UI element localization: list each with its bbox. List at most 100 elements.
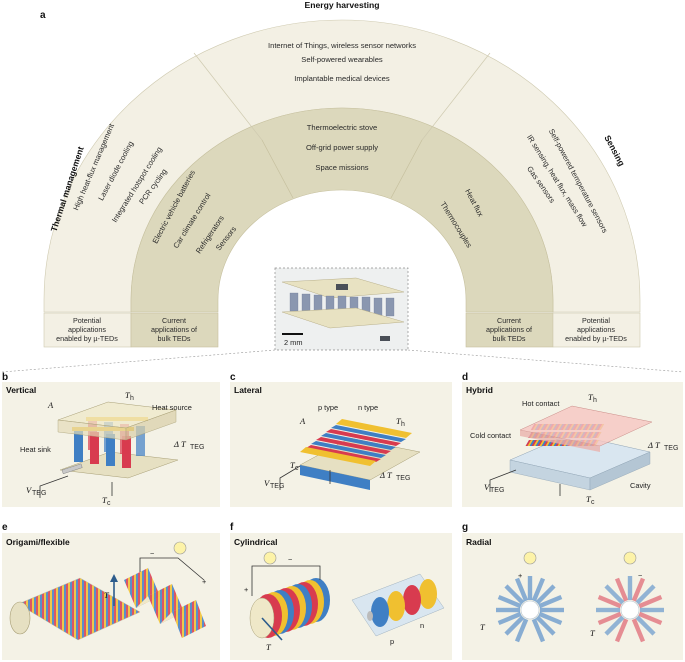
box-right-current-line1: Current (497, 316, 521, 325)
panel-c: c Lateral p type n type A T h T c V TEG … (230, 372, 452, 507)
radial-leg (638, 594, 663, 609)
panel-b-label: b (2, 372, 8, 383)
cylindrical-circuit-wire (251, 565, 321, 596)
hybrid-dt-sub: TEG (664, 445, 678, 452)
cylindrical-plus-label: + (244, 585, 248, 594)
radial-leg (604, 584, 625, 605)
scale-bar-label: 2 mm (284, 338, 302, 347)
sector-divider-inner-right (390, 139, 423, 199)
panel-d-label: d (462, 372, 468, 383)
micro-ted-inset: 2 mm (274, 267, 409, 351)
hybrid-hot-plate (519, 405, 653, 447)
lateral-area-label: A (299, 416, 306, 426)
radial-leg (596, 607, 620, 613)
hybrid-wires (489, 469, 561, 496)
radial-leg (597, 611, 622, 626)
lateral-dt-label: Δ T (379, 470, 393, 480)
radial-center (520, 600, 540, 620)
radial-leg (514, 618, 529, 643)
box-left-current-line1: Current (162, 316, 186, 325)
radial-leg (604, 615, 625, 636)
radial-t2-label: T (590, 628, 596, 638)
radial-leg (527, 576, 533, 600)
hybrid-v-label: V (484, 482, 491, 492)
panel-g-title: Radial (466, 537, 492, 547)
origami-bulb-icon (173, 541, 187, 555)
section-sensing: Sensing (602, 133, 627, 167)
panel-f-title: Cylindrical (234, 537, 277, 547)
panel-f: f Cylindrical + − T p n (230, 522, 452, 660)
radial-leg (531, 577, 546, 602)
radial-leg (531, 618, 546, 643)
sector-divider-right (421, 52, 491, 141)
panel-e: e Origami/flexible T − + (2, 522, 220, 660)
vertical-area-label: A (47, 400, 54, 410)
origami-flat-sheet (17, 577, 141, 641)
panel-e-title: Origami/flexible (6, 537, 70, 547)
cylindrical-n-label: n (420, 621, 424, 630)
panel-b: b Vertical T h A Heat source Heat sink Δ… (2, 372, 220, 507)
panel-a-label: a (40, 10, 46, 21)
vertical-dt-label: Δ T (173, 439, 187, 449)
radial-leg (638, 611, 663, 626)
radial-plus-label: + (518, 571, 522, 580)
energy-outer-1: Internet of Things, wireless sensor netw… (268, 41, 416, 50)
lateral-th-sub: h (401, 421, 405, 428)
radial-leg (497, 594, 522, 609)
radial-leg (540, 607, 564, 613)
vertical-v-label: V (26, 485, 33, 495)
origami-roll (9, 601, 31, 635)
radial-leg (614, 577, 629, 602)
hybrid-th-sub: h (593, 397, 597, 404)
radial-leg (635, 584, 656, 605)
hybrid-th-label: T (588, 392, 594, 402)
origami-minus-label: − (150, 549, 154, 558)
radial-leg (631, 618, 646, 643)
radial-leg (535, 584, 556, 605)
panel-b-title: Vertical (6, 385, 36, 395)
hybrid-v-sub: TEG (490, 487, 504, 494)
box-left-potential-line2: applications (68, 325, 106, 334)
box-right-current-line3: bulk TEDs (492, 334, 525, 343)
radial-leg (597, 594, 622, 609)
energy-outer-2: Self-powered wearables (301, 55, 383, 64)
lateral-dt-sub: TEG (396, 475, 410, 482)
sector-divider-inner-left (261, 139, 294, 199)
sector-divider-left (193, 52, 263, 141)
box-left-current-line3: bulk TEDs (157, 334, 190, 343)
panel-e-label: e (2, 522, 8, 533)
section-energy-harvesting: Energy harvesting (305, 0, 380, 10)
vertical-th-sub: h (130, 395, 134, 402)
origami-folded-sheet (124, 568, 206, 638)
radial-leg (504, 615, 525, 636)
hybrid-cold-contact-label: Cold contact (470, 431, 511, 440)
panel-f-label: f (230, 522, 234, 533)
origami-t-label: T (104, 590, 110, 600)
panel-c-label: c (230, 372, 236, 383)
radial-leg (514, 577, 529, 602)
box-right-potential (552, 312, 641, 348)
box-right-potential-line3: enabled by µ-TEDs (565, 334, 627, 343)
box-right-potential-line2: applications (577, 325, 615, 334)
lateral-substrate-edge (300, 465, 370, 490)
lateral-wires (279, 465, 331, 490)
panel-c-title: Lateral (234, 385, 262, 395)
lateral-tc-sub: c (295, 465, 299, 472)
hybrid-tc-label: T (586, 494, 592, 504)
radial-center (620, 600, 640, 620)
cylindrical-t-label: T (266, 642, 272, 652)
cylindrical-exploded-disks (367, 579, 437, 627)
radial-device-2 (596, 576, 664, 643)
cylindrical-minus-label: − (288, 555, 292, 564)
radial-leg (640, 607, 664, 613)
box-left-potential-line3: enabled by µ-TEDs (56, 334, 118, 343)
vertical-dt-sub: TEG (190, 444, 204, 451)
panel-g-background (462, 533, 683, 660)
radial-leg (496, 607, 520, 613)
radial-leg (504, 584, 525, 605)
lateral-p-type-label: p type (318, 403, 338, 412)
lateral-th-label: T (396, 416, 402, 426)
guide-left (1, 349, 276, 373)
panel-d-title: Hybrid (466, 385, 493, 395)
radial-leg (497, 611, 522, 626)
